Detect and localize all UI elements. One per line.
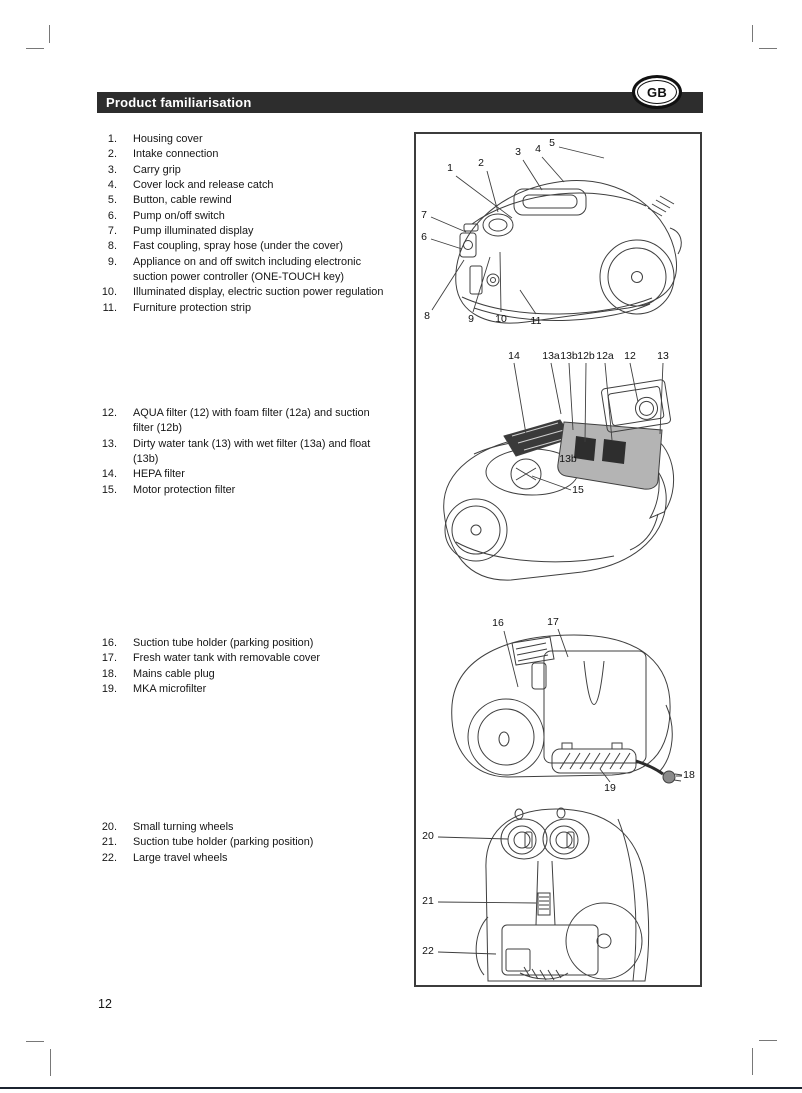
list-item: 10.Illuminated display, electric suction… — [101, 286, 384, 299]
country-badge: GB — [632, 75, 682, 109]
callout-label: 6 — [421, 231, 427, 243]
callout-label: 5 — [549, 137, 555, 149]
list-item: 22.Large travel wheels — [101, 851, 228, 864]
callout-label: 1 — [447, 162, 453, 174]
callout-label: 11 — [530, 315, 542, 327]
callout-label: 10 — [495, 313, 507, 325]
crop-mark — [50, 1049, 51, 1076]
callout-label: 13 — [657, 350, 669, 362]
callout-label: 3 — [515, 146, 521, 158]
callout-label: 18 — [683, 769, 695, 781]
list-item: 18.Mains cable plug — [101, 667, 215, 680]
callout-label: 4 — [535, 143, 541, 155]
callout-label: 7 — [421, 209, 427, 221]
list-item: 2.Intake connection — [107, 148, 219, 161]
list-item: 3.Carry grip — [107, 163, 181, 176]
vacuum-bottom-view-drawing — [437, 807, 650, 982]
callout-label: 22 — [422, 945, 434, 957]
callout-label: 2 — [478, 157, 484, 169]
list-item: 1.Housing cover — [107, 133, 203, 145]
crop-mark — [26, 1041, 44, 1042]
callout-label: 12a — [596, 350, 614, 362]
list-item: 12.AQUA filter (12) with foam filter (12… — [101, 407, 370, 435]
list-item: 5.Button, cable rewind — [107, 194, 232, 207]
callout-label: 9 — [468, 313, 474, 325]
parts-list-section-2: 12.AQUA filter (12) with foam filter (12… — [97, 406, 409, 498]
callout-label: 13b — [560, 350, 578, 362]
crop-mark — [759, 48, 777, 49]
page-bottom-rule — [0, 1087, 802, 1089]
parts-list-section-1: 1.Housing cover 2.Intake connection 3.Ca… — [97, 132, 409, 316]
callout-label: 13b — [559, 453, 577, 465]
callout-label: 12 — [624, 350, 636, 362]
page-title: Product familiarisation — [106, 95, 252, 110]
list-item: 13.Dirty water tank (13) with wet filter… — [101, 437, 371, 466]
figure-filters-view: 14 13a 13b 12b 12a 12 13 13b 15 — [416, 344, 700, 609]
callout-label: 19 — [604, 782, 616, 794]
list-item: 17.Fresh water tank with removable cover — [101, 652, 321, 665]
vacuum-filters-view-drawing — [443, 362, 675, 581]
list-item: 9.Appliance on and off switch including … — [107, 255, 362, 284]
crop-mark — [26, 48, 44, 49]
figure-side-view: 1 2 3 4 5 7 6 8 9 10 11 — [416, 134, 700, 344]
crop-mark — [759, 1040, 777, 1041]
page-number: 12 — [98, 997, 112, 1011]
country-badge-label: GB — [646, 84, 668, 100]
list-item: 11.Furniture protection strip — [102, 301, 252, 314]
vacuum-rear-view-drawing — [451, 628, 683, 784]
list-item: 14.HEPA filter — [101, 468, 185, 481]
callout-label: 8 — [424, 310, 430, 322]
list-item: 4.Cover lock and release catch — [107, 179, 274, 192]
callout-label: 17 — [547, 616, 559, 628]
figure-rear-view: 16 17 18 19 — [416, 609, 700, 799]
list-item: 21.Suction tube holder (parking position… — [101, 836, 314, 849]
crop-mark — [49, 25, 50, 43]
list-item: 7.Pump illuminated display — [107, 225, 254, 238]
figure-box: 1 2 3 4 5 7 6 8 9 10 11 — [414, 132, 702, 987]
list-item: 16.Suction tube holder (parking position… — [101, 637, 314, 649]
callout-label: 21 — [422, 895, 434, 907]
figure-bottom-view: 20 21 22 — [416, 799, 700, 985]
vacuum-side-view-drawing — [430, 146, 682, 324]
callout-label: 16 — [492, 617, 504, 629]
list-item: 6.Pump on/off switch — [107, 209, 225, 222]
list-item: 15.Motor protection filter — [101, 483, 236, 496]
parts-list-section-3: 16.Suction tube holder (parking position… — [97, 636, 409, 697]
crop-mark — [752, 25, 753, 42]
callout-label: 12b — [577, 350, 595, 362]
list-item: 20.Small turning wheels — [101, 821, 234, 833]
callout-label: 13a — [542, 350, 560, 362]
section-header-bar: Product familiarisation — [97, 92, 703, 113]
list-item: 19.MKA microfilter — [101, 683, 207, 696]
crop-mark — [752, 1048, 753, 1075]
parts-list-section-4: 20.Small turning wheels 21.Suction tube … — [97, 820, 409, 866]
callout-label: 14 — [508, 350, 520, 362]
list-item: 8.Fast coupling, spray hose (under the c… — [107, 240, 344, 253]
callout-label: 20 — [422, 830, 434, 842]
callout-label: 15 — [572, 484, 584, 496]
